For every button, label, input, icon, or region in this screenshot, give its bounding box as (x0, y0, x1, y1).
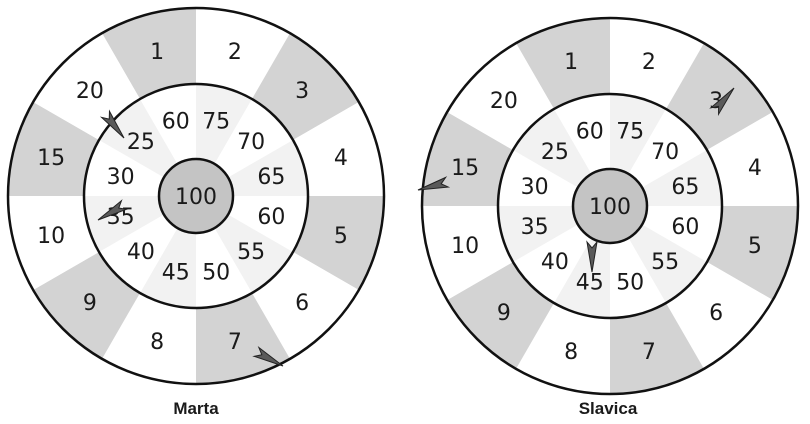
inner-score-label: 40 (127, 240, 155, 265)
inner-score-label: 45 (162, 260, 190, 285)
outer-score-label: 8 (150, 330, 164, 355)
inner-score-label: 45 (576, 270, 604, 295)
outer-score-label: 1 (564, 50, 578, 75)
inner-score-label: 50 (616, 270, 644, 295)
outer-score-label: 2 (642, 50, 656, 75)
inner-score-label: 25 (127, 130, 155, 155)
outer-score-label: 15 (37, 146, 65, 171)
inner-score-label: 70 (237, 130, 265, 155)
inner-score-label: 75 (616, 120, 644, 145)
inner-score-label: 55 (237, 240, 265, 265)
outer-score-label: 5 (334, 224, 348, 249)
bullseye-label: 100 (589, 195, 631, 220)
outer-score-label: 1 (150, 40, 164, 65)
player-name-slavica: Slavica (579, 399, 638, 418)
outer-score-label: 4 (334, 146, 348, 171)
outer-score-label: 15 (451, 156, 479, 181)
outer-score-label: 10 (37, 224, 65, 249)
player-name-marta: Marta (173, 399, 219, 418)
inner-score-label: 30 (521, 175, 549, 200)
outer-score-label: 9 (83, 291, 97, 316)
inner-score-label: 55 (651, 250, 679, 275)
outer-score-label: 2 (228, 40, 242, 65)
inner-score-label: 65 (671, 175, 699, 200)
outer-score-label: 6 (295, 291, 309, 316)
outer-score-label: 4 (748, 156, 762, 181)
outer-score-label: 9 (497, 301, 511, 326)
outer-score-label: 7 (642, 340, 656, 365)
inner-score-label: 65 (257, 165, 285, 190)
outer-score-label: 7 (228, 330, 242, 355)
outer-score-label: 3 (295, 79, 309, 104)
inner-score-label: 35 (521, 215, 549, 240)
inner-score-label: 60 (257, 205, 285, 230)
inner-score-label: 60 (162, 110, 190, 135)
inner-score-label: 50 (202, 260, 230, 285)
outer-score-label: 5 (748, 234, 762, 259)
inner-score-label: 40 (541, 250, 569, 275)
outer-score-label: 20 (76, 79, 104, 104)
inner-score-label: 25 (541, 140, 569, 165)
inner-score-label: 30 (107, 165, 135, 190)
outer-score-label: 8 (564, 340, 578, 365)
inner-score-label: 70 (651, 140, 679, 165)
inner-score-label: 60 (671, 215, 699, 240)
inner-score-label: 60 (576, 120, 604, 145)
inner-score-label: 75 (202, 110, 230, 135)
outer-score-label: 6 (709, 301, 723, 326)
outer-score-label: 20 (490, 89, 518, 114)
bullseye-label: 100 (175, 185, 217, 210)
outer-score-label: 10 (451, 234, 479, 259)
